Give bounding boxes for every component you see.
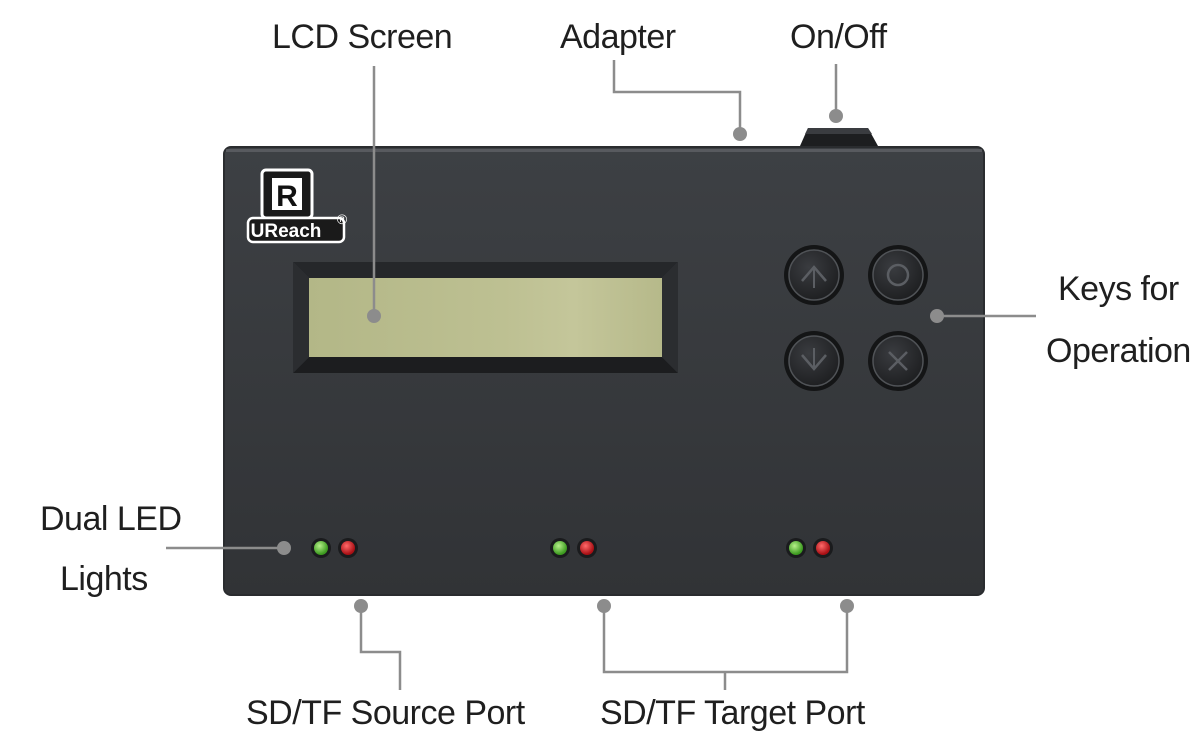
lcd-screen: [293, 262, 678, 373]
down-key[interactable]: [784, 331, 844, 391]
red-led: [341, 541, 355, 555]
target-port-label: SD/TF Target Port: [600, 694, 865, 732]
source-port-label: SD/TF Source Port: [246, 694, 525, 732]
led-group-target-2: [786, 538, 833, 558]
circle-ok-icon: [886, 263, 910, 287]
keys-label-line2: Operation: [1046, 332, 1191, 370]
red-led: [816, 541, 830, 555]
green-led: [553, 541, 567, 555]
leds-label-line2: Lights: [60, 560, 148, 598]
led-group-target-1: [550, 538, 597, 558]
red-led: [580, 541, 594, 555]
x-cancel-icon: [888, 351, 908, 371]
enter-key[interactable]: [868, 245, 928, 305]
operation-keys: [784, 245, 928, 391]
green-led: [789, 541, 803, 555]
led-group-source: [311, 538, 358, 558]
lcd-screen-label: LCD Screen: [272, 18, 453, 56]
leader-dots: [277, 109, 944, 613]
up-key[interactable]: [784, 245, 844, 305]
leds-label-line1: Dual LED: [40, 500, 182, 538]
power-switch[interactable]: [800, 128, 878, 146]
brand-letter: R: [276, 180, 298, 213]
registered-mark: ®: [337, 211, 348, 227]
keys-label-line1: Keys for: [1058, 270, 1179, 308]
leader-lines: [166, 60, 1036, 690]
green-led: [314, 541, 328, 555]
on-off-label: On/Off: [790, 18, 887, 56]
cancel-key[interactable]: [868, 331, 928, 391]
brand-logo: R UReach ®: [246, 168, 348, 244]
brand-name: UReach: [251, 221, 322, 242]
adapter-label: Adapter: [560, 18, 676, 56]
